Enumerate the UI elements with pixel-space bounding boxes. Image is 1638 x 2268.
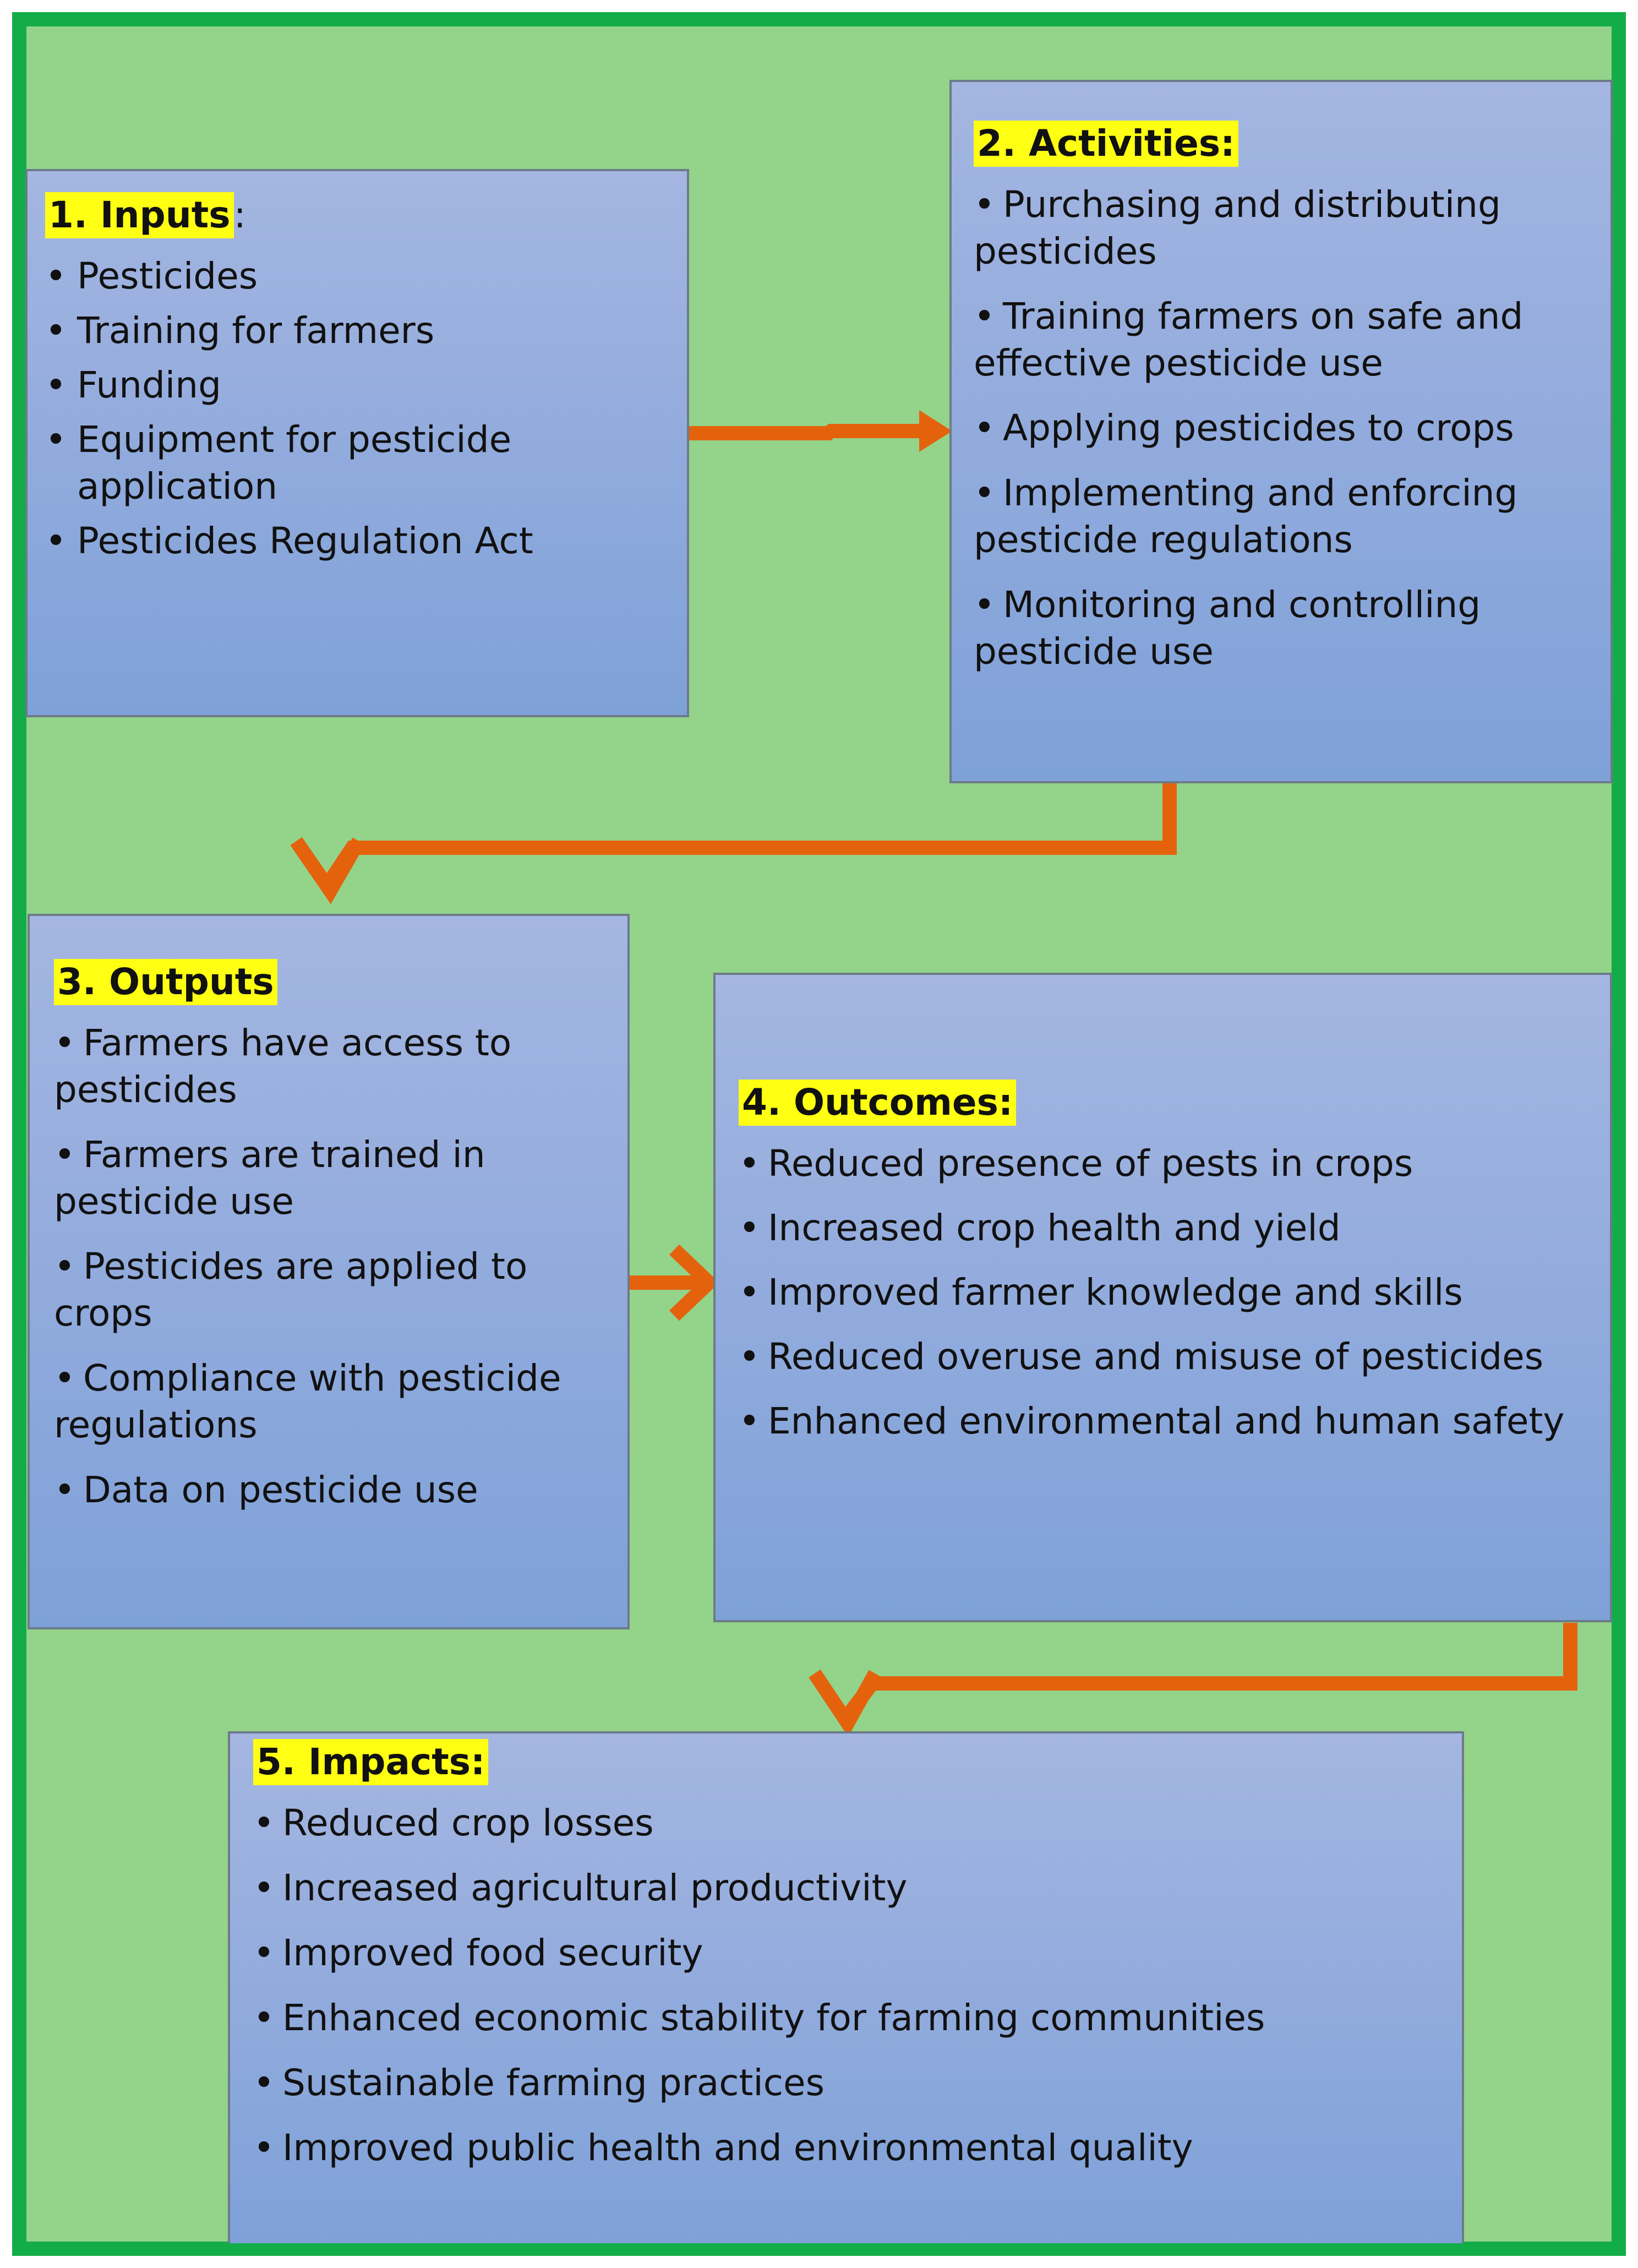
outcomes-heading: 4. Outcomes: — [739, 1080, 1017, 1126]
outcomes-item: •Enhanced environmental and human safety — [739, 1400, 1565, 1442]
outcomes-box: 4. Outcomes: •Reduced presence of pests … — [713, 973, 1612, 1622]
bullet-icon: • — [974, 407, 995, 449]
outputs-box: 3. Outputs •Farmers have access to pesti… — [28, 914, 630, 1629]
bullet-icon: • — [253, 2127, 275, 2169]
activities-item: •Training farmers on safe and effective … — [974, 295, 1524, 384]
bullet-icon: • — [54, 1022, 75, 1064]
bullet-icon: • — [54, 1469, 75, 1511]
bullet-icon: • — [54, 1133, 75, 1176]
inputs-item: Pesticides Regulation Act — [45, 517, 669, 564]
outputs-item: •Farmers are trained in pesticide use — [54, 1133, 485, 1223]
impacts-item: •Enhanced economic stability for farming… — [253, 1997, 1265, 2039]
bullet-icon: • — [253, 1997, 275, 2039]
outcomes-item: •Improved farmer knowledge and skills — [739, 1271, 1463, 1313]
bullet-icon: • — [974, 295, 995, 337]
inputs-item: Funding — [45, 362, 669, 408]
activities-list: •Purchasing and distributing pesticides … — [974, 181, 1587, 675]
impacts-heading: 5. Impacts: — [253, 1739, 489, 1785]
bullet-icon: • — [739, 1207, 760, 1249]
arrow-activities-to-outputs — [324, 782, 1177, 885]
outputs-list: •Farmers have access to pesticides •Farm… — [54, 1019, 605, 1513]
inputs-list: Pesticides Training for farmers Funding … — [45, 253, 669, 564]
inputs-heading-row: 1. Inputs: — [45, 192, 669, 253]
arrow-head-impacts — [809, 1669, 882, 1737]
inputs-box: 1. Inputs: Pesticides Training for farme… — [25, 169, 689, 717]
impacts-box: 5. Impacts: •Reduced crop losses •Increa… — [228, 1731, 1464, 2243]
outputs-heading: 3. Outputs — [54, 959, 277, 1005]
outputs-item: •Compliance with pesticide regulations — [54, 1357, 561, 1446]
outputs-item: •Farmers have access to pesticides — [54, 1022, 512, 1111]
outcomes-list: •Reduced presence of pests in crops •Inc… — [739, 1140, 1588, 1444]
activities-item: •Purchasing and distributing pesticides — [974, 183, 1501, 272]
bullet-icon: • — [974, 472, 995, 514]
arrow-inputs-to-activities — [688, 424, 925, 440]
arrow-outcomes-to-impacts — [844, 1623, 1577, 1716]
bullet-icon: • — [54, 1245, 75, 1288]
arrow-head-outputs — [290, 837, 365, 904]
outcomes-item: •Reduced presence of pests in crops — [739, 1142, 1413, 1185]
activities-item: •Implementing and enforcing pesticide re… — [974, 472, 1518, 561]
bullet-icon: • — [253, 2062, 275, 2104]
activities-box: 2. Activities: •Purchasing and distribut… — [949, 80, 1613, 783]
activities-item: •Monitoring and controlling pesticide us… — [974, 584, 1481, 673]
inputs-item: Training for farmers — [45, 307, 669, 354]
bullet-icon: • — [54, 1357, 75, 1399]
outcomes-item: •Increased crop health and yield — [739, 1207, 1341, 1249]
impacts-list: •Reduced crop losses •Increased agricult… — [253, 1800, 1440, 2171]
inputs-heading-colon: : — [233, 194, 246, 236]
bullet-icon: • — [974, 584, 995, 626]
inputs-item: Pesticides — [45, 253, 669, 299]
arrow-head-outcomes — [669, 1244, 719, 1321]
activities-heading: 2. Activities: — [974, 121, 1238, 167]
impacts-item: •Reduced crop losses — [253, 1802, 654, 1844]
bullet-icon: • — [739, 1271, 760, 1313]
impacts-item: •Improved public health and environmenta… — [253, 2127, 1193, 2169]
bullet-icon: • — [253, 1867, 275, 1909]
arrow-head-activities — [919, 410, 952, 452]
inputs-heading: 1. Inputs — [45, 192, 234, 238]
impacts-item: •Sustainable farming practices — [253, 2062, 825, 2104]
impacts-item: •Improved food security — [253, 1932, 703, 1974]
outputs-item: •Data on pesticide use — [54, 1469, 478, 1511]
inputs-item: Equipment for pesticide application — [45, 416, 669, 510]
outputs-item: •Pesticides are applied to crops — [54, 1245, 528, 1334]
bullet-icon: • — [739, 1142, 760, 1185]
bullet-icon: • — [253, 1932, 275, 1974]
bullet-icon: • — [739, 1335, 760, 1378]
bullet-icon: • — [739, 1400, 760, 1442]
impacts-item: •Increased agricultural productivity — [253, 1867, 908, 1909]
outcomes-item: •Reduced overuse and misuse of pesticide… — [739, 1335, 1544, 1378]
activities-item: •Applying pesticides to crops — [974, 407, 1514, 449]
bullet-icon: • — [253, 1802, 275, 1844]
bullet-icon: • — [974, 183, 995, 226]
